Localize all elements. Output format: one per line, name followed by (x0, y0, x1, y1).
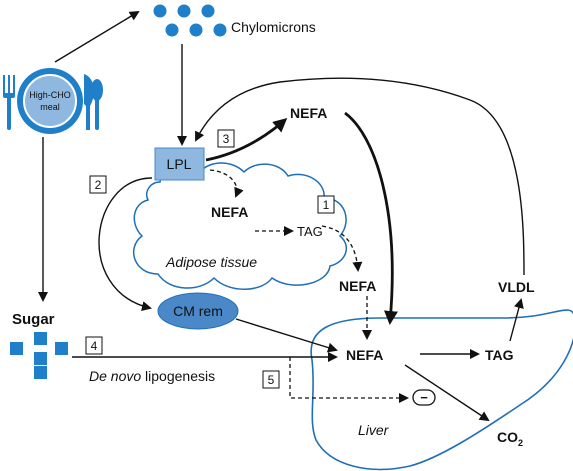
arrow-lpl-to-cm-rem (98, 177, 153, 312)
arrow-tag-to-nefa (321, 225, 363, 272)
pathway-number-3: 3 (217, 129, 235, 148)
lpl-box (154, 147, 205, 181)
nefa-adipose-label: NEFA (211, 204, 248, 220)
chylomicrons-label: Chylomicrons (231, 19, 316, 35)
knife-icon (84, 74, 94, 130)
sugar-label: Sugar (12, 311, 55, 328)
svg-text:1: 1 (323, 198, 330, 212)
arrow-cm-rem-to-liver-nefa (235, 318, 338, 353)
nefa-top-label: NEFA (290, 105, 327, 121)
meal-label-line2: meal (40, 102, 60, 112)
sugar-icon (10, 332, 68, 379)
arrow-vldl-to-lpl (195, 77, 525, 276)
inhibition-symbol: − (412, 389, 436, 406)
arrow-meal-to-chylomicrons (54, 10, 140, 63)
vldl-label: VLDL (498, 279, 535, 295)
lpl-label: LPL (167, 156, 192, 172)
spoon-icon (91, 79, 103, 130)
cm-rem-label: CM rem (173, 303, 223, 319)
arrow-tag-to-vldl (509, 298, 524, 342)
co2-label: CO2 (497, 429, 523, 448)
pathway-number-2: 2 (89, 175, 107, 194)
nefa-released-label: NEFA (339, 278, 376, 294)
de-novo-lipogenesis-label: De novo lipogenesis (89, 368, 215, 384)
nefa-liver-label: NEFA (346, 347, 383, 363)
svg-text:4: 4 (91, 339, 98, 353)
adipose-tissue-label: Adipose tissue (165, 254, 257, 270)
svg-text:5: 5 (268, 373, 275, 387)
svg-text:3: 3 (223, 132, 230, 146)
plate-icon (17, 68, 83, 134)
cm-rem-ellipse (157, 292, 239, 330)
meal-label-line1: High-CHO (29, 90, 71, 100)
arrow-nefa-to-liver (344, 111, 398, 325)
arrow-lpl-to-nefa (205, 118, 288, 162)
tag-liver-label: TAG (485, 347, 514, 363)
fork-icon (3, 75, 15, 130)
liver-label: Liver (358, 422, 390, 438)
svg-text:2: 2 (95, 178, 102, 192)
pathway-number-5: 5 (262, 370, 280, 389)
chylomicron-dots (153, 4, 227, 37)
arrow-inhibition-pathway (289, 357, 409, 403)
liver-outline (310, 309, 573, 471)
arrows (38, 10, 525, 422)
pathway-number-1: 1 (317, 195, 335, 214)
meal-icon (3, 68, 103, 134)
svg-text:−: − (420, 390, 428, 405)
pathway-number-4: 4 (85, 336, 103, 355)
tag-adipose-label: TAG (297, 224, 323, 239)
arrow-nefa-to-co2 (404, 364, 490, 422)
